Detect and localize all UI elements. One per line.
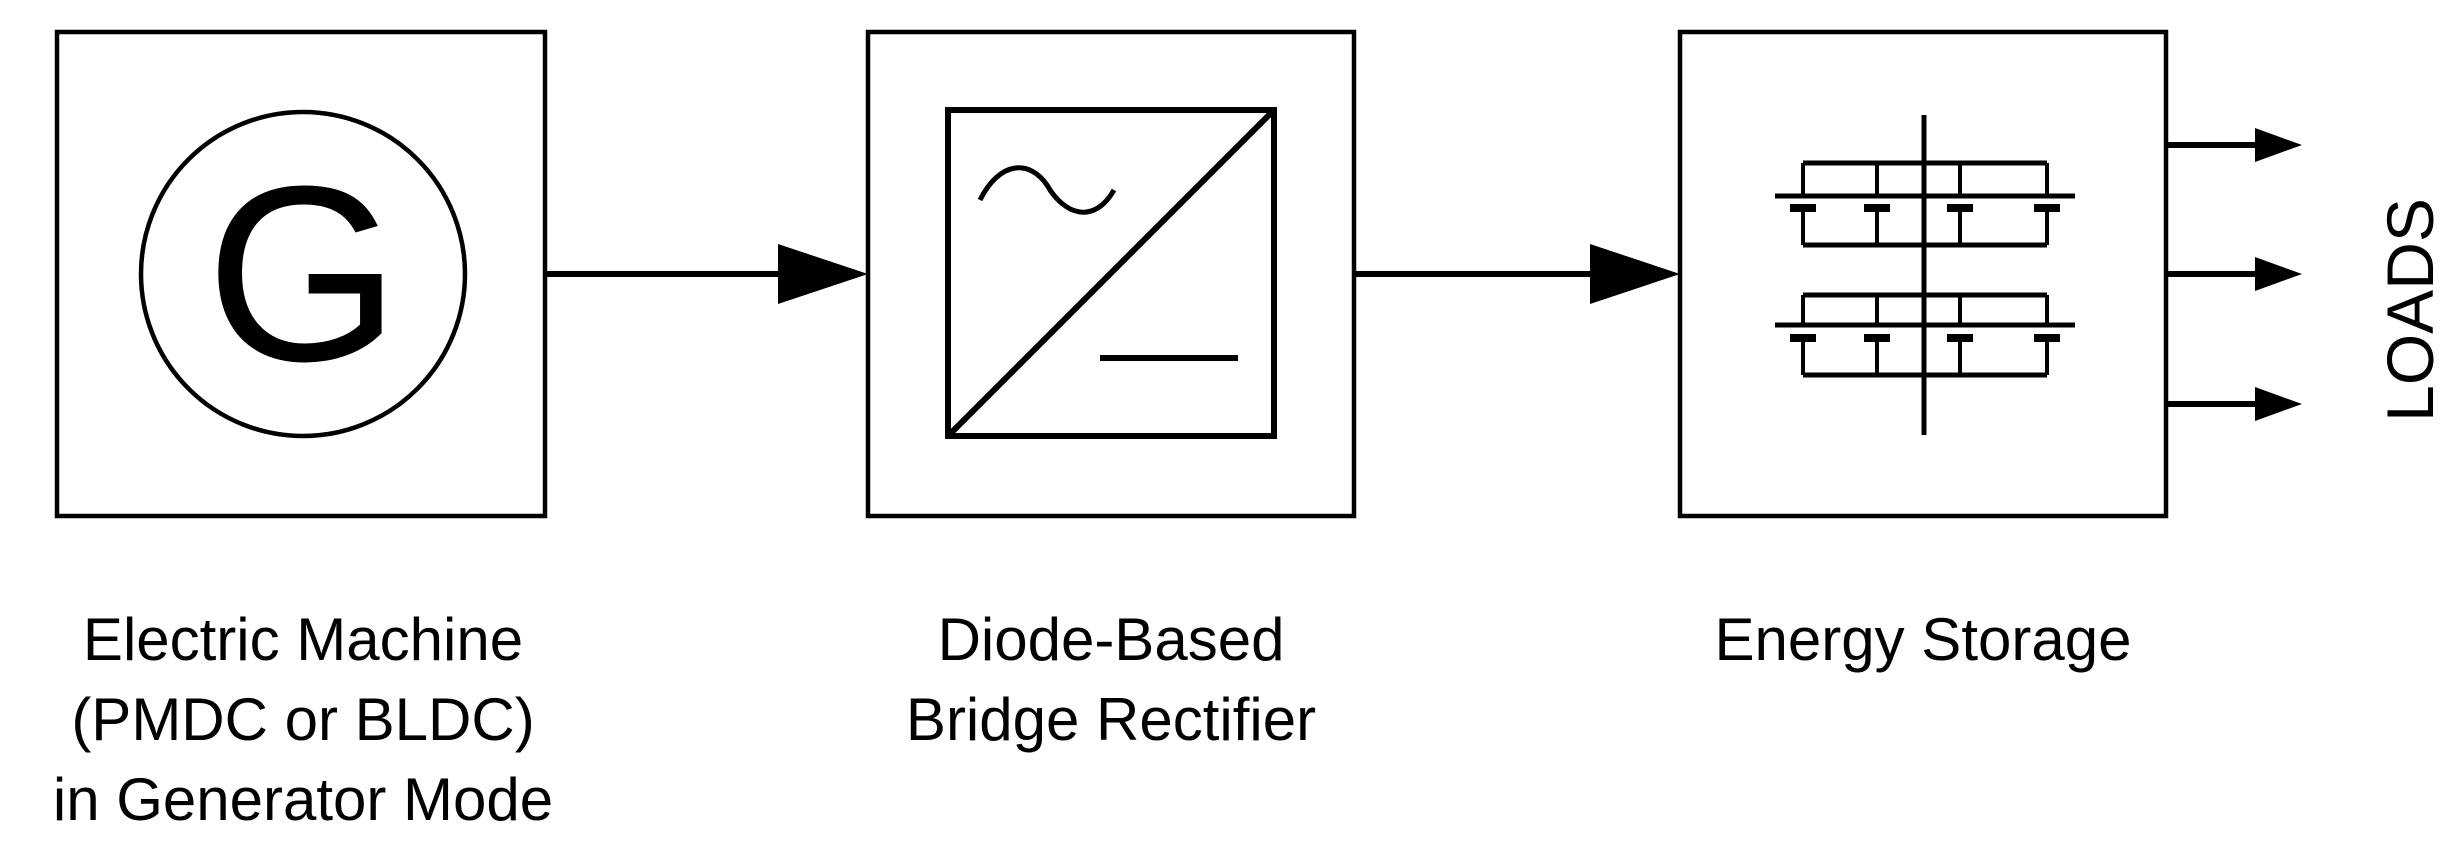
battery-bank-icon (1775, 115, 2075, 435)
loads-label-container: LOADS (2350, 198, 2441, 422)
load-arrow-middle (2166, 257, 2302, 291)
rectifier-block (865, 29, 1357, 519)
storage-caption-line-1: Energy Storage (1714, 606, 2132, 673)
rectifier-caption-line-2: Bridge Rectifier (905, 686, 1317, 753)
generator-caption-line-3: in Generator Mode (52, 766, 554, 833)
loads-label: LOADS (2373, 198, 2441, 422)
generator-caption: Electric Machine (PMDC or BLDC) in Gener… (0, 600, 606, 840)
arrow-rectifier-to-storage (1354, 244, 1680, 304)
storage-caption: Energy Storage (1623, 600, 2223, 680)
load-arrows (2166, 128, 2302, 421)
generator-caption-line-2: (PMDC or BLDC) (71, 686, 535, 753)
rectifier-caption-line-1: Diode-Based (937, 606, 1285, 673)
ac-wave-icon (977, 165, 1117, 215)
load-arrow-top (2166, 128, 2302, 162)
generator-circle (138, 109, 468, 439)
load-arrow-bottom (2166, 387, 2302, 421)
generator-caption-line-1: Electric Machine (82, 606, 524, 673)
arrow-generator-to-rectifier (545, 244, 868, 304)
generator-block: G (54, 29, 548, 519)
converter-diagonal (945, 107, 1277, 439)
generator-symbol: G (206, 134, 400, 413)
converter-symbol (945, 107, 1277, 439)
rectifier-caption: Diode-Based Bridge Rectifier (811, 600, 1411, 760)
storage-block (1677, 29, 2169, 519)
